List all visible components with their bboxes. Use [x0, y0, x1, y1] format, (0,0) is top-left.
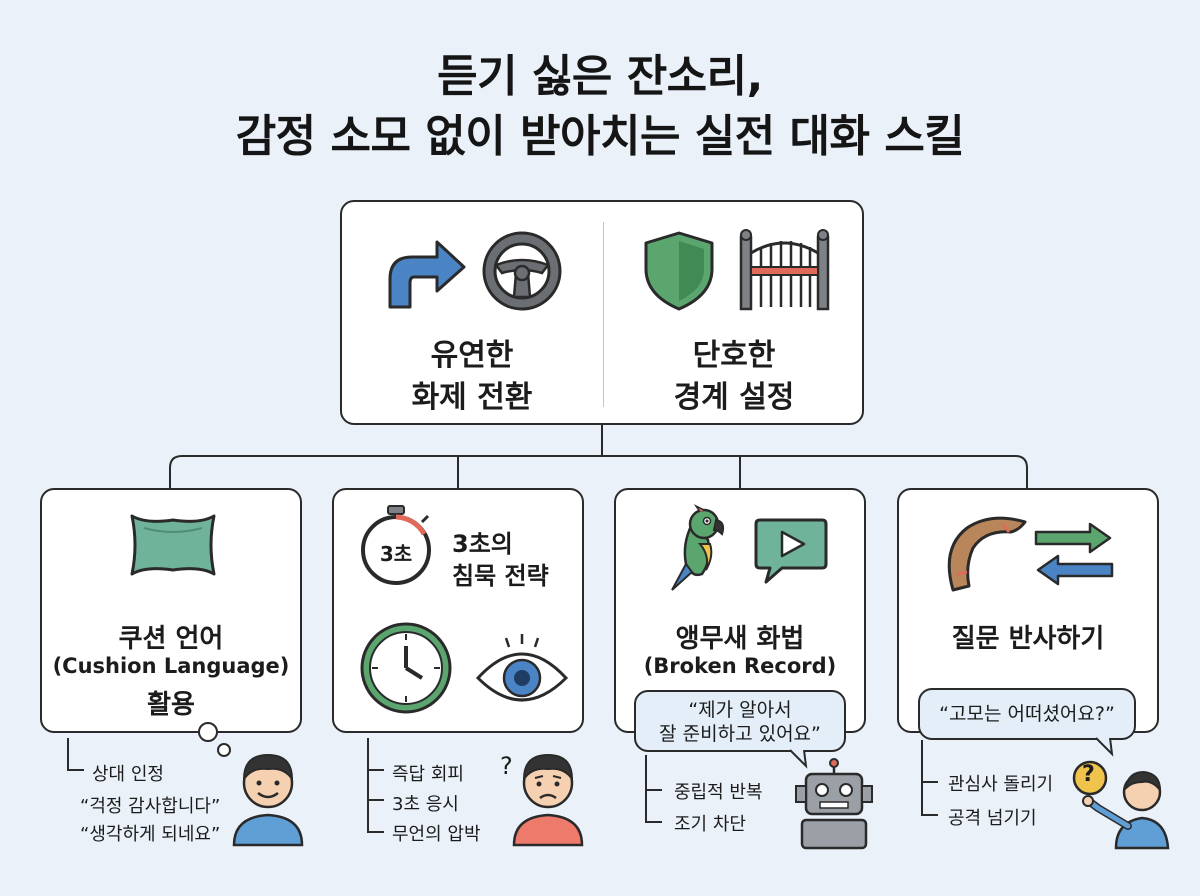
person-pointing-icon: [1076, 762, 1172, 848]
person-worried-icon: [508, 745, 588, 845]
card3-subtitle: (Broken Record): [616, 654, 864, 678]
parrot-icon: [652, 504, 738, 594]
card3-bubble-line-1: “제가 알아서: [636, 698, 844, 722]
gate-icon: [737, 227, 832, 312]
card1-title-2: 활용: [42, 684, 300, 721]
card1-subtitle: (Cushion Language): [42, 654, 300, 678]
card4-item-1: 관심사 돌리기: [948, 770, 1053, 796]
robot-icon: [792, 758, 876, 848]
card1-item-1: 상대 인정: [92, 760, 164, 786]
person-smiling-icon: [228, 745, 308, 845]
card2-item-3: 무언의 압박: [392, 820, 481, 846]
divider: [603, 222, 604, 407]
card2-item-1: 즉답 회피: [392, 760, 464, 786]
card3-item-2: 조기 차단: [674, 810, 746, 836]
card4-item-2: 공격 넘기기: [948, 804, 1037, 830]
card1-title: 쿠션 언어: [42, 618, 300, 655]
card2-title-1: 3초의: [452, 524, 513, 559]
top-right-label-1: 단호한: [624, 330, 844, 374]
card4-bubble-text: “고모는 어떠셨어요?”: [920, 702, 1134, 726]
cushion-icon: [124, 510, 222, 580]
card1-item-3: “생각하게 되네요”: [80, 820, 220, 846]
steering-wheel-icon: [480, 229, 564, 313]
card3-item-1: 중립적 반복: [674, 778, 763, 804]
clock-icon: [358, 620, 454, 716]
turn-right-arrow-icon: [382, 227, 472, 312]
card3-title: 앵무새 화법: [616, 618, 864, 655]
boomerang-icon: [939, 508, 1029, 594]
top-category-box: 유연한 화제 전환 단호한 경계 설정: [340, 200, 864, 425]
card-cushion-language: 쿠션 언어 (Cushion Language) 활용: [40, 488, 302, 733]
card4-title: 질문 반사하기: [899, 618, 1157, 655]
swap-arrows-icon: [1034, 522, 1114, 586]
eye-icon: [474, 630, 570, 710]
card2-title-2: 침묵 전략: [452, 556, 549, 591]
top-left-label-2: 화제 전환: [362, 372, 582, 416]
stopwatch-text: 3초: [372, 538, 420, 567]
play-video-icon: [754, 516, 828, 586]
bubble-tail-2: [1096, 738, 1116, 758]
card-silence-strategy: 3초 3초의 침묵 전략: [332, 488, 584, 733]
card3-bubble-line-2: 잘 준비하고 있어요”: [636, 722, 844, 746]
card3-speech-bubble: “제가 알아서 잘 준비하고 있어요”: [634, 690, 846, 752]
top-right-label-2: 경계 설정: [624, 372, 844, 416]
card4-speech-bubble: “고모는 어떠셨어요?”: [918, 688, 1136, 740]
top-left-label-1: 유연한: [362, 330, 582, 374]
shield-icon: [642, 229, 716, 313]
card2-item-2: 3초 응시: [392, 790, 459, 816]
card1-item-2: “걱정 감사합니다”: [80, 792, 220, 818]
